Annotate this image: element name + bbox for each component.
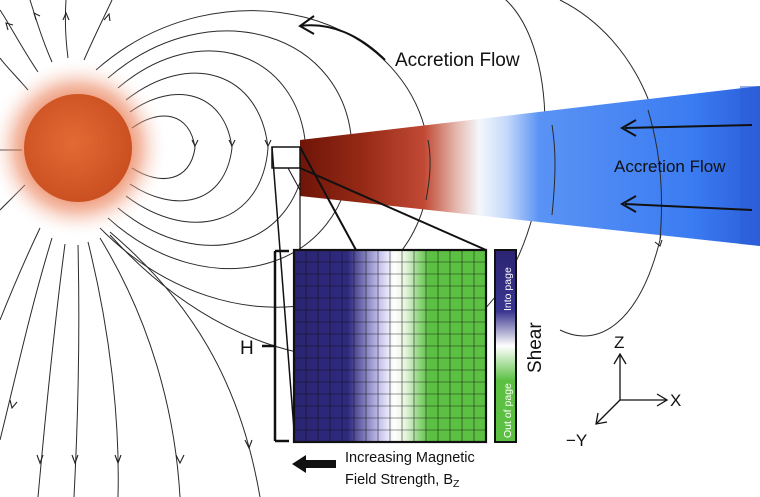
arrowhead [114,454,122,465]
field-loop-7 [109,0,546,360]
zoom-source-box [271,146,301,169]
field-strength-indicator: Increasing Magnetic Field Strength, BZ [292,450,475,490]
field-open-9 [29,0,53,63]
flow-arrow-lower-shaft [624,203,753,211]
field-open-1 [99,237,181,497]
shear-panel [292,248,488,444]
flow-arrow-lower-head [619,195,637,213]
shear-label: Shear [525,322,546,373]
field-strength-subscript: Z [453,478,460,490]
arrowhead [103,12,111,22]
height-label: H [240,338,254,359]
field-strength-label-line1: Increasing Magnetic [345,450,475,466]
star-body [24,94,132,202]
disk-edge-fade [740,86,760,246]
axis-y-head [595,412,608,425]
arrowhead [9,399,18,410]
star [0,58,168,238]
axis-neg-y-label: −Y [566,431,587,450]
arrowhead [228,139,236,148]
arrowhead [244,439,253,450]
field-strength-prefix: Field Strength, B [345,472,453,488]
arrowhead [33,11,41,21]
shear-colorbar: Into page Out of page [494,249,517,443]
arrowhead [654,239,663,247]
colorbar-fill [494,249,517,443]
field-strength-label-line2: Field Strength, BZ [345,472,460,490]
coordinate-axes [595,352,669,425]
shear-grid [294,250,486,442]
field-lines-over-disk [425,109,662,241]
out-of-page-label: Out of page [502,383,514,438]
arrowhead [264,139,272,148]
arrowhead [71,454,79,465]
arrowhead [5,22,14,31]
arrowhead [62,11,70,21]
field-loop-6-over [425,139,431,201]
field-open-3 [73,244,80,497]
field-open-11 [83,0,113,61]
field-open-10 [64,0,69,59]
field-open-2 [87,241,119,497]
axis-x-label: X [670,391,681,410]
arrowhead [175,454,185,465]
top-flow-arrow-head [298,15,315,35]
field-loop-7-over [551,124,556,216]
top-flow-arrow [298,15,386,61]
field-open-5 [0,237,53,441]
flow-arrow-upper-head [619,119,637,137]
disk-wedge [300,86,760,246]
zoom-line-left [271,146,295,431]
zoom-line-right-bottom [299,167,487,251]
zoom-line-right-top [299,146,357,251]
top-flow-arrow-curve [299,24,386,61]
field-open-6 [0,227,41,321]
field-open-8 [0,9,39,73]
axis-y-line [596,399,621,424]
field-loop-8-over [647,109,662,241]
axis-z-label: Z [614,333,624,352]
flow-arrow-upper-shaft [624,124,753,129]
disk-flow-arrows [619,119,753,213]
accretion-flow-disk-label: Accretion Flow [614,157,726,176]
arrowhead [191,139,199,148]
into-page-label: Into page [502,267,514,311]
field-loop-2 [129,94,233,202]
field-loop-3 [125,72,269,223]
zoom-line-inner [287,167,301,191]
shear-panel-border [292,248,488,444]
height-bracket [262,249,289,443]
axis-z-head [613,352,627,365]
accretion-flow-top-label: Accretion Flow [395,50,520,71]
field-open-7 [109,231,261,497]
axis-x-head [656,393,669,407]
field-open-4 [37,243,66,497]
left-arrow-icon [292,455,336,473]
arrowhead [36,454,44,465]
